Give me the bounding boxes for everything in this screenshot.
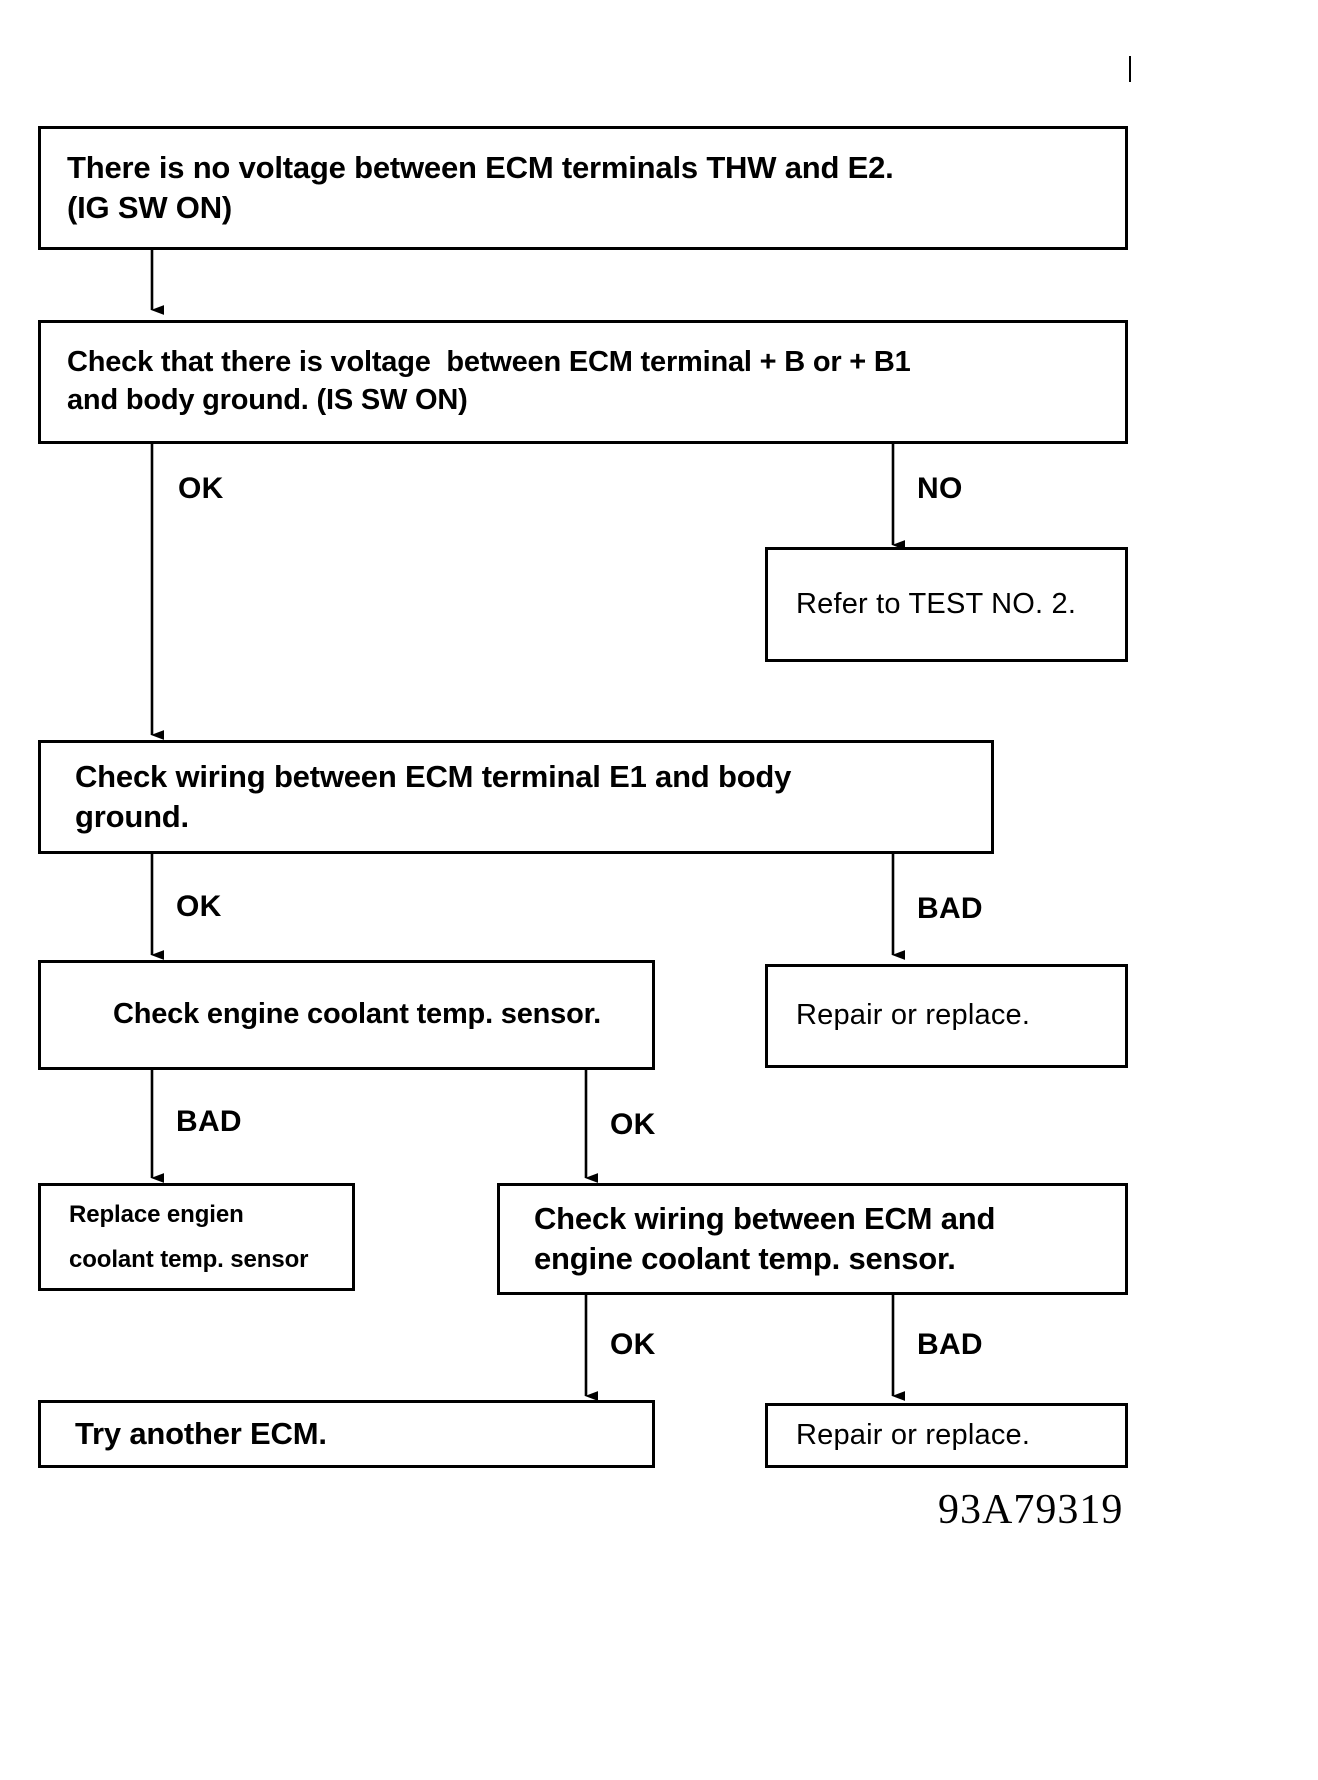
edge-label-no-n2: NO [917,472,963,505]
node-line: and body ground. (IS SW ON) [67,384,468,416]
edge-label-bad-n5: BAD [176,1105,242,1138]
node-line: coolant temp. sensor [69,1245,309,1273]
node-check-wiring-e1-ground: Check wiring between ECM terminal E1 and… [38,740,994,854]
node-line: Replace engien [69,1201,244,1229]
edge-label-ok-n2: OK [178,472,224,505]
node-line: Refer to TEST NO. 2. [796,587,1077,620]
edge-label-bad-n8: BAD [917,1328,983,1361]
node-line: Check engine coolant temp. sensor. [113,998,601,1031]
node-try-another-ecm: Try another ECM. [38,1400,655,1468]
edge-label-ok-n8: OK [610,1328,656,1361]
node-line: Try another ECM. [75,1415,327,1451]
node-line: Repair or replace. [796,1418,1031,1451]
node-line: There is no voltage between ECM terminal… [67,149,894,185]
edge-label-bad-n4: BAD [917,892,983,925]
figure-caption: 93A79319 [938,1487,1124,1533]
node-check-wiring-ecm-to-sensor: Check wiring between ECM and engine cool… [497,1183,1128,1295]
node-line: Check wiring between ECM terminal E1 and… [75,758,792,794]
edge-label-ok-n5: OK [610,1108,656,1141]
node-replace-coolant-temp-sensor: Replace engien coolant temp. sensor [38,1183,355,1291]
node-line: engine coolant temp. sensor. [534,1241,956,1276]
scan-tick-mark [1129,56,1131,82]
node-check-coolant-temp-sensor: Check engine coolant temp. sensor. [38,960,655,1070]
node-line: (IG SW ON) [67,190,233,225]
node-line: Check that there is voltage between ECM … [67,346,911,379]
node-line: ground. [75,799,189,834]
node-repair-or-replace-sensor-wiring: Repair or replace. [765,1403,1128,1468]
node-refer-test-no-2: Refer to TEST NO. 2. [765,547,1128,662]
edge-label-ok-n4: OK [176,890,222,923]
node-check-voltage-b-b1: Check that there is voltage between ECM … [38,320,1128,444]
node-line: Repair or replace. [796,999,1031,1032]
node-repair-or-replace-wiring-e1: Repair or replace. [765,964,1128,1068]
node-no-voltage-thw-e2: There is no voltage between ECM terminal… [38,126,1128,250]
node-line: Check wiring between ECM and [534,1200,996,1236]
